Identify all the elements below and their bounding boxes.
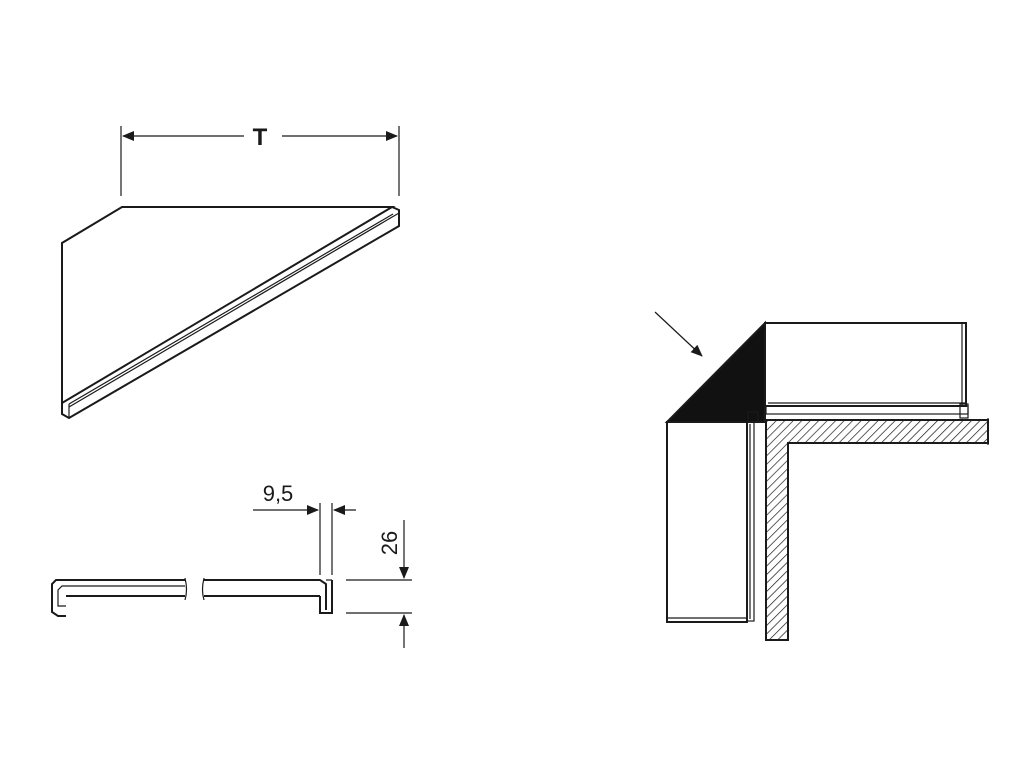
shelf-edge-inner-line-2	[68, 213, 394, 405]
shelf-profile-section: 9,5 26	[51, 481, 412, 648]
top-panel-profile	[765, 405, 969, 415]
left-panel	[666, 421, 748, 623]
corner-shelf-triangle	[664, 320, 766, 423]
corner-clip	[747, 411, 759, 423]
shelf-top-surface	[61, 206, 396, 405]
wall-section-hatched	[765, 419, 989, 641]
top-panel	[764, 322, 967, 407]
dimension-label-26: 26	[377, 531, 402, 555]
dimension-label-t: T	[253, 124, 268, 151]
break-mark-left	[184, 577, 188, 601]
break-mark-right	[201, 577, 205, 601]
profile-right-top	[204, 579, 327, 610]
profile-left-lip	[51, 579, 185, 617]
shelf-edge-inner-line-1	[68, 212, 400, 408]
pointer-arrow	[654, 311, 703, 357]
shelf-front-edge	[61, 206, 400, 420]
top-panel-clip	[959, 403, 969, 419]
profile-right-hook	[319, 580, 333, 614]
corner-installation-view	[654, 311, 989, 641]
profile-left-lip-inner	[57, 585, 185, 607]
shelf-perspective-view: T	[61, 124, 400, 420]
dimension-label-95: 9,5	[263, 481, 294, 506]
